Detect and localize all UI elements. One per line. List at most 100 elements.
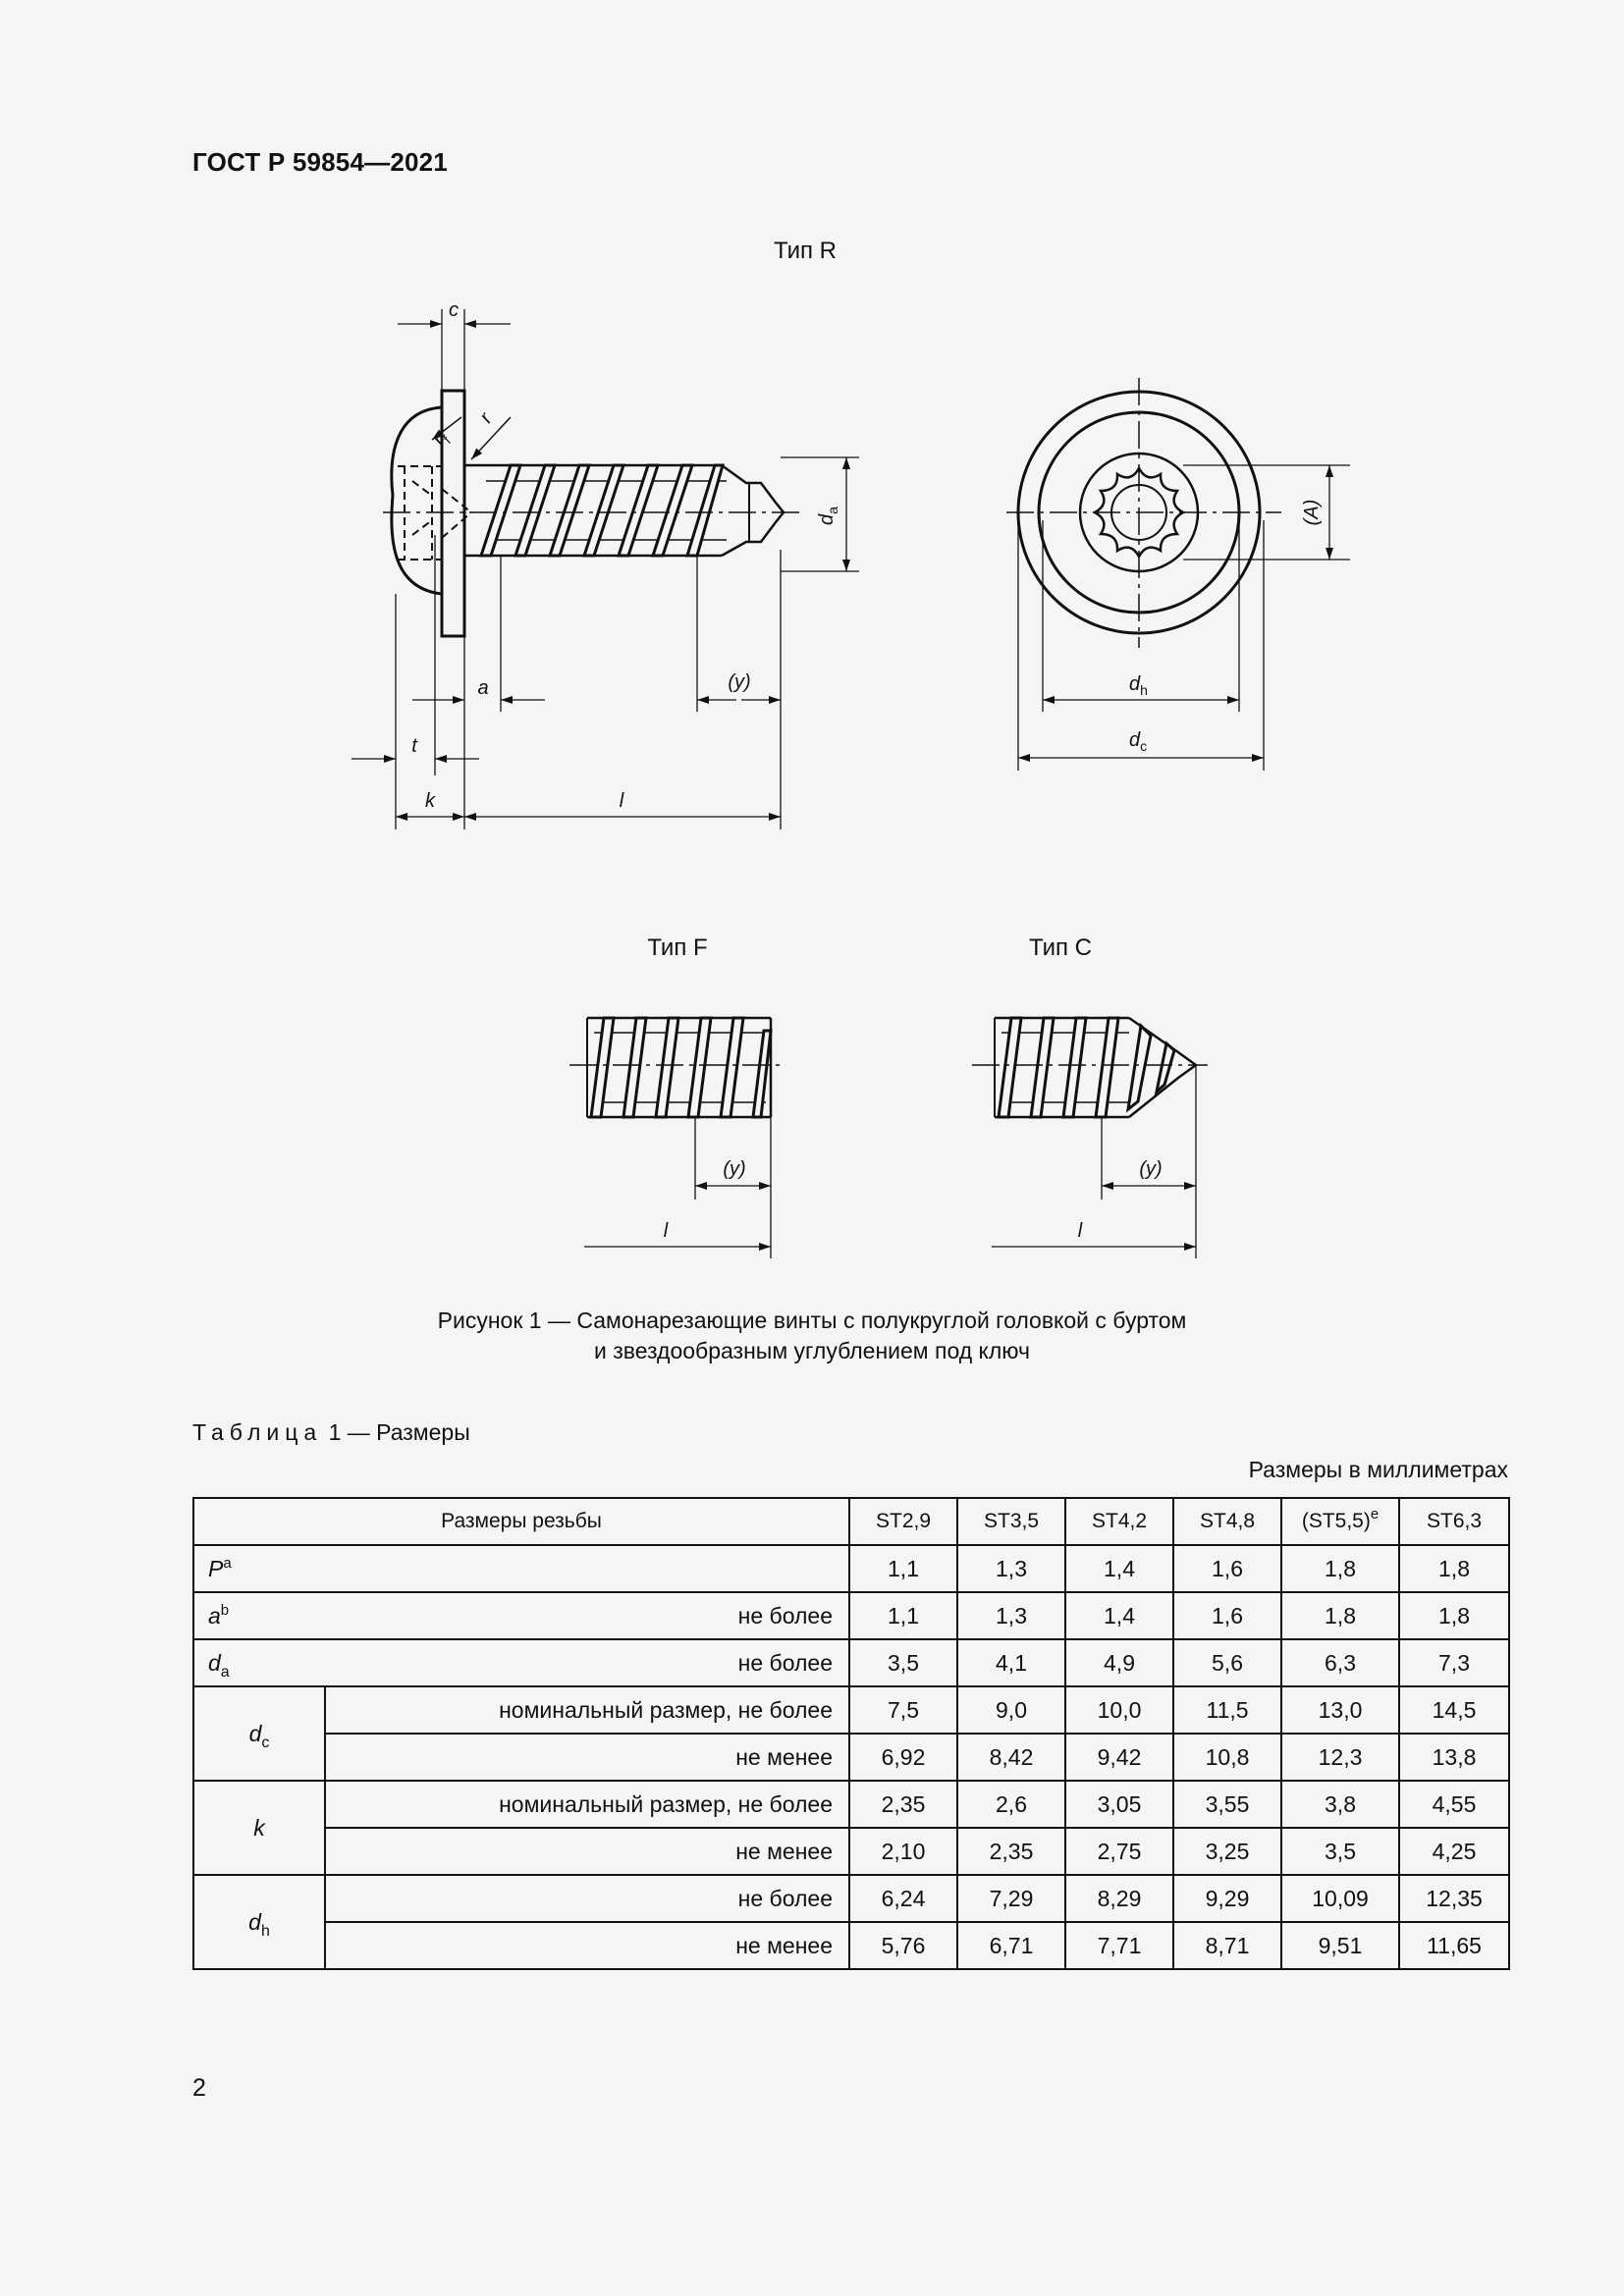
table-header-row: Размеры резьбы ST2,9 ST3,5 ST4,2 ST4,8 (… xyxy=(191,1497,1511,1546)
table-title-word: Таблица xyxy=(192,1419,323,1445)
header-col: (ST5,5)e xyxy=(1280,1497,1401,1546)
table-cell: 2,35 xyxy=(848,1780,959,1829)
dim-y: (y) xyxy=(728,671,750,693)
table-cell: 3,05 xyxy=(1064,1780,1175,1829)
table-cell: 1,8 xyxy=(1280,1544,1401,1593)
figure-1-drawings: Тип R xyxy=(352,238,1350,1258)
table-cell: 3,5 xyxy=(1280,1827,1401,1876)
table-title-rest: 1 — Размеры xyxy=(328,1419,470,1445)
screw-point xyxy=(721,463,785,558)
table-units-note: Размеры в миллиметрах xyxy=(1248,1457,1508,1482)
dim-dh: dh xyxy=(1129,673,1148,698)
header-col: ST6,3 xyxy=(1398,1497,1511,1546)
row-sublabel: номинальный размер, не более xyxy=(323,1780,851,1829)
type-f-dim-y: (y) xyxy=(723,1158,745,1180)
recess-hidden-lines xyxy=(398,465,472,561)
table-cell: 8,42 xyxy=(956,1733,1067,1782)
dim-k: k xyxy=(425,790,436,812)
table-cell: 1,8 xyxy=(1280,1591,1401,1640)
table-cell: 7,29 xyxy=(956,1874,1067,1923)
dim-A: (A) xyxy=(1301,500,1323,526)
table-cell: 7,5 xyxy=(848,1685,959,1735)
caption-line-2: и звездообразным углублением под ключ xyxy=(593,1338,1031,1363)
table-cell: 4,25 xyxy=(1398,1827,1511,1876)
type-r-end-view xyxy=(1006,378,1350,771)
table-cell: 9,29 xyxy=(1172,1874,1283,1923)
table-cell: 7,71 xyxy=(1064,1921,1175,1970)
dim-t: t xyxy=(411,735,418,757)
group-label-k: k xyxy=(192,1780,326,1876)
type-c-dim-l: l xyxy=(1078,1220,1083,1242)
table-cell: 6,71 xyxy=(956,1921,1067,1970)
table-cell: 1,3 xyxy=(956,1591,1067,1640)
table-cell: 3,8 xyxy=(1280,1780,1401,1829)
table-cell: 2,35 xyxy=(956,1827,1067,1876)
row-sublabel: не менее xyxy=(323,1733,851,1782)
dim-dc: dc xyxy=(1129,729,1147,754)
table-cell: 8,29 xyxy=(1064,1874,1175,1923)
table-cell: 9,51 xyxy=(1280,1921,1401,1970)
type-f-thread-crests xyxy=(589,1016,773,1119)
table-cell: 6,92 xyxy=(848,1733,959,1782)
table-cell: 11,65 xyxy=(1398,1921,1511,1970)
group-label-dc: dc xyxy=(192,1685,326,1782)
table-cell: 12,3 xyxy=(1280,1733,1401,1782)
table-cell: 1,8 xyxy=(1398,1544,1511,1593)
table-cell: 9,0 xyxy=(956,1685,1067,1735)
dimensions-table: Размеры резьбы ST2,9 ST3,5 ST4,2 ST4,8 (… xyxy=(191,1497,1511,1970)
row-sublabel: номинальный размер, не более xyxy=(323,1685,851,1735)
table-cell: 1,8 xyxy=(1398,1591,1511,1640)
table-cell: 5,6 xyxy=(1172,1638,1283,1687)
table-cell: 2,10 xyxy=(848,1827,959,1876)
row-label: Pa xyxy=(191,1544,851,1593)
type-c-dim-y: (y) xyxy=(1139,1158,1162,1180)
dim-da: da xyxy=(816,507,840,525)
table-row-k-max: k номинальный размер, не более 2,35 2,6 … xyxy=(192,1780,1511,1876)
header-col: ST2,9 xyxy=(848,1497,959,1546)
table-cell: 1,4 xyxy=(1064,1591,1175,1640)
row-sublabel: не более xyxy=(323,1874,851,1923)
thread-crests xyxy=(478,463,725,558)
table-cell: 1,6 xyxy=(1172,1544,1283,1593)
table-cell: 9,42 xyxy=(1064,1733,1175,1782)
dim-r: r xyxy=(475,408,498,427)
table-cell: 10,8 xyxy=(1172,1733,1283,1782)
table-cell: 13,8 xyxy=(1398,1733,1511,1782)
table-cell: 4,55 xyxy=(1398,1780,1511,1829)
table-cell: 10,0 xyxy=(1064,1685,1175,1735)
table-cell: 10,09 xyxy=(1280,1874,1401,1923)
table-cell: 4,1 xyxy=(956,1638,1067,1687)
table-title: Таблица 1 — Размеры xyxy=(192,1419,470,1446)
table-cell: 12,35 xyxy=(1398,1874,1511,1923)
standard-designation: ГОСТ Р 59854—2021 xyxy=(192,147,448,177)
screw-head-dome xyxy=(390,405,443,596)
caption-line-1: Рисунок 1 — Самонарезающие винты с полук… xyxy=(437,1308,1187,1333)
table-cell: 8,71 xyxy=(1172,1921,1283,1970)
type-c-view xyxy=(972,1016,1208,1258)
table-cell: 1,3 xyxy=(956,1544,1067,1593)
table-cell: 1,4 xyxy=(1064,1544,1175,1593)
table-row-dh-min: не менее 5,76 6,71 7,71 8,71 9,51 11,65 xyxy=(193,1921,1511,1970)
table-cell: 2,6 xyxy=(956,1780,1067,1829)
row-sublabel: не менее xyxy=(323,1921,851,1970)
type-c-title: Тип C xyxy=(1029,934,1092,961)
table-cell: 14,5 xyxy=(1398,1685,1511,1735)
table-cell: 3,5 xyxy=(848,1638,959,1687)
table-cell: 1,1 xyxy=(848,1544,959,1593)
table-cell: 1,6 xyxy=(1172,1591,1283,1640)
type-c-thread-crests xyxy=(997,1016,1176,1119)
row-sublabel: не менее xyxy=(323,1827,851,1876)
header-col: ST4,2 xyxy=(1064,1497,1175,1546)
header-col: ST3,5 xyxy=(956,1497,1067,1546)
table-cell: 6,24 xyxy=(848,1874,959,1923)
table-cell: 6,3 xyxy=(1280,1638,1401,1687)
table-cell: 4,9 xyxy=(1064,1638,1175,1687)
page-number: 2 xyxy=(192,2074,206,2102)
type-f-view xyxy=(569,1016,785,1258)
group-label-dh: dh xyxy=(192,1874,326,1970)
type-f-dim-l: l xyxy=(664,1220,669,1242)
